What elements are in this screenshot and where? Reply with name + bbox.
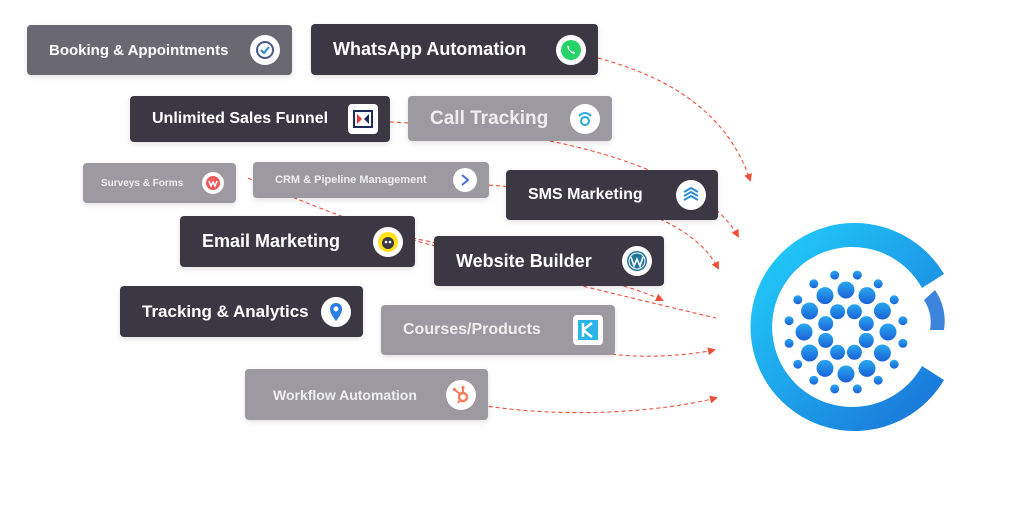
hub-dot bbox=[837, 281, 855, 299]
feature-email-marketing: Email Marketing bbox=[180, 216, 415, 267]
hub-dot bbox=[809, 375, 819, 385]
hub-dot bbox=[793, 359, 803, 369]
hub-dot bbox=[898, 316, 908, 326]
feature-label: Surveys & Forms bbox=[101, 177, 184, 189]
feature-label: CRM & Pipeline Management bbox=[275, 174, 427, 186]
hub-dot bbox=[830, 384, 840, 394]
hub-dot bbox=[818, 332, 834, 348]
hub-dot bbox=[846, 344, 862, 360]
hub-dot bbox=[858, 287, 876, 305]
arrow-whatsapp bbox=[597, 57, 752, 182]
feature-booking-appointments: Booking & Appointments bbox=[27, 25, 292, 75]
hub-dot bbox=[830, 270, 840, 280]
feature-label: Email Marketing bbox=[202, 231, 341, 251]
funnel-icon bbox=[348, 104, 378, 134]
hub-dot bbox=[873, 375, 883, 385]
feature-label: Website Builder bbox=[456, 250, 592, 271]
pipeline-icon bbox=[453, 168, 477, 192]
feature-label: Unlimited Sales Funnel bbox=[152, 110, 329, 127]
feature-label: WhatsApp Automation bbox=[333, 39, 527, 59]
feature-label: Tracking & Analytics bbox=[142, 301, 309, 321]
hub-dot bbox=[784, 338, 794, 348]
feature-call-tracking: Call Tracking bbox=[408, 96, 612, 141]
hub-dot bbox=[898, 338, 908, 348]
feature-whatsapp-automation: WhatsApp Automation bbox=[311, 24, 598, 75]
hub-dot bbox=[858, 332, 874, 348]
wordpress-icon bbox=[622, 246, 652, 276]
hub-dot bbox=[852, 270, 862, 280]
hub-dot bbox=[801, 302, 819, 320]
hub-dot bbox=[889, 295, 899, 305]
hub-dot bbox=[830, 344, 846, 360]
hub-dot bbox=[793, 295, 803, 305]
feature-tracking-analytics: Tracking & Analytics bbox=[120, 286, 363, 337]
hub-dot bbox=[837, 365, 855, 383]
arrow-courses bbox=[597, 347, 716, 357]
hub-dot bbox=[818, 316, 834, 332]
hub-dot bbox=[879, 323, 897, 341]
feature-label: Call Tracking bbox=[430, 107, 549, 129]
hub-dot bbox=[873, 302, 891, 320]
feature-label: Courses/Products bbox=[403, 321, 541, 338]
arrow-website bbox=[569, 282, 717, 319]
hubspot-icon bbox=[446, 379, 476, 410]
feature-courses-products: Courses/Products bbox=[381, 305, 615, 355]
feature-crm-pipeline: CRM & Pipeline Management bbox=[253, 162, 489, 198]
hub-dots bbox=[784, 270, 908, 394]
hub-dot bbox=[809, 279, 819, 289]
hub-dot bbox=[873, 279, 883, 289]
feature-label: SMS Marketing bbox=[528, 186, 643, 203]
whatsapp-icon bbox=[556, 34, 586, 65]
feature-surveys-forms: Surveys & Forms bbox=[83, 163, 236, 203]
feature-label: Workflow Automation bbox=[273, 386, 417, 403]
location-pin-icon bbox=[321, 296, 351, 327]
feature-workflow-automation: Workflow Automation bbox=[245, 369, 488, 420]
hub-dot bbox=[830, 304, 846, 320]
hub-dot bbox=[873, 344, 891, 362]
hub-dot bbox=[801, 344, 819, 362]
call-tracking-icon bbox=[570, 103, 600, 134]
check-clock-icon bbox=[250, 35, 280, 65]
hub-dot bbox=[889, 359, 899, 369]
feature-unlimited-sales-funnel: Unlimited Sales Funnel bbox=[130, 96, 390, 142]
hub-dot bbox=[816, 359, 834, 377]
survey-icon bbox=[202, 172, 224, 194]
feature-sms-marketing: SMS Marketing bbox=[506, 170, 718, 220]
arrow-workflow bbox=[467, 395, 718, 414]
hub-c-ring bbox=[750, 223, 945, 431]
hub-dot bbox=[795, 323, 813, 341]
kajabi-icon bbox=[573, 315, 603, 345]
hub-dot bbox=[784, 316, 794, 326]
hub-dot bbox=[858, 316, 874, 332]
hub-dot bbox=[852, 384, 862, 394]
mailchimp-icon bbox=[373, 226, 403, 257]
layers-icon bbox=[676, 180, 706, 210]
hub-dot bbox=[846, 304, 862, 320]
hub-dot bbox=[858, 359, 876, 377]
hub-dot bbox=[816, 287, 834, 305]
feature-website-builder: Website Builder bbox=[434, 236, 664, 286]
feature-label: Booking & Appointments bbox=[49, 41, 229, 59]
